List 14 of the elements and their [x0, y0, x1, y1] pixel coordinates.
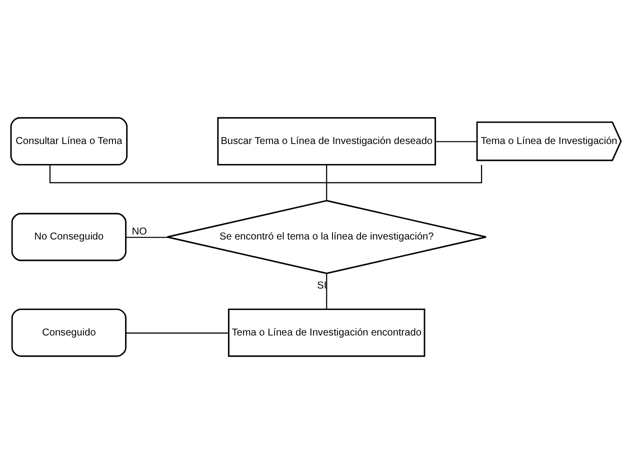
- connector: [49, 164, 482, 184]
- connector: [126, 332, 229, 334]
- node-box: Tema o Línea de Investigación encontrado: [228, 308, 426, 357]
- connector: [326, 273, 328, 310]
- connector: [435, 141, 477, 142]
- node-box: Consultar Línea o Tema: [10, 117, 128, 166]
- node-box: Conseguido: [11, 308, 127, 357]
- edge-label: NO: [132, 226, 147, 238]
- edge-label: SI: [317, 280, 327, 292]
- node-box: No Conseguido: [11, 212, 127, 262]
- connector: [126, 236, 169, 238]
- node-box: Buscar Tema o Línea de Investigación deseado: [217, 117, 436, 166]
- connector: [326, 164, 328, 201]
- node-diamond: Se encontró el tema o la línea de investigación?: [166, 200, 487, 274]
